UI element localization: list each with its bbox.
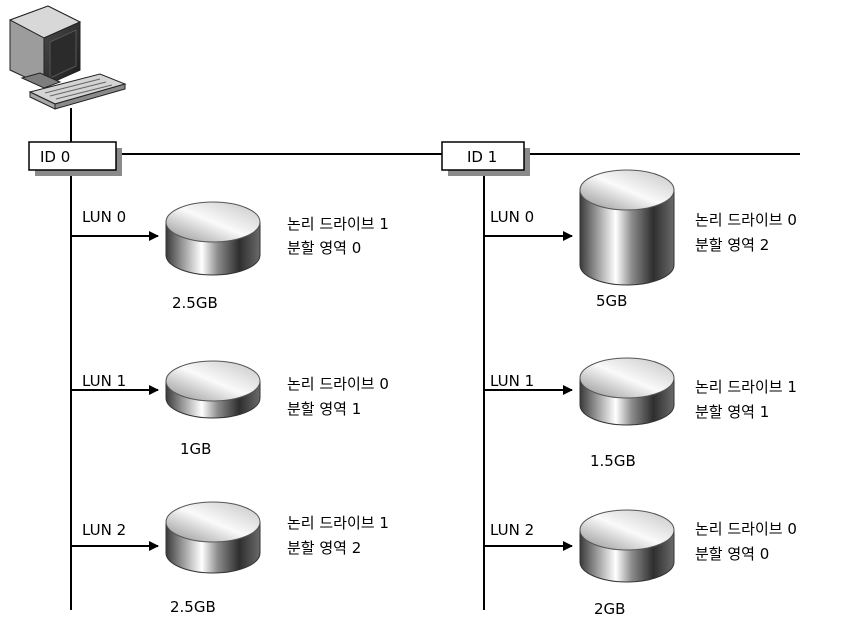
partition-label: 분할 영역 2 [695, 236, 769, 254]
disk-icon [165, 360, 261, 419]
id0-lun1-row: LUN 1 논리 드라이브 0 분할 영역 1 1GB [71, 360, 389, 458]
partition-label: 분할 영역 1 [695, 403, 769, 421]
logical-drive-label: 논리 드라이브 1 [287, 215, 389, 233]
lun-label: LUN 0 [82, 208, 126, 226]
size-label: 5GB [596, 292, 627, 310]
logical-drive-label: 논리 드라이브 0 [695, 520, 797, 538]
partition-label: 분할 영역 0 [695, 545, 769, 563]
disk-icon [579, 509, 675, 583]
size-label: 2GB [594, 600, 625, 618]
id-1-label: ID 1 [467, 148, 497, 166]
id-0-box: ID 0 [28, 141, 122, 176]
id-1-box: ID 1 [441, 141, 530, 176]
lun-label: LUN 2 [490, 521, 534, 539]
logical-drive-label: 논리 드라이브 1 [287, 514, 389, 532]
lun-label: LUN 0 [490, 208, 534, 226]
disk-icon [579, 169, 675, 286]
size-label: 2.5GB [170, 598, 216, 616]
size-label: 1.5GB [590, 452, 636, 470]
computer-icon [8, 5, 127, 110]
lun-label: LUN 1 [82, 372, 126, 390]
id-0-label: ID 0 [40, 148, 70, 166]
id1-lun0-row: LUN 0 논리 드라이브 0 분할 영역 2 5GB [484, 169, 797, 310]
partition-label: 분할 영역 2 [287, 539, 361, 557]
id1-lun1-row: LUN 1 논리 드라이브 1 분할 영역 1 1.5GB [484, 357, 797, 470]
disk-icon [165, 501, 261, 574]
partition-label: 분할 영역 1 [287, 400, 361, 418]
size-label: 2.5GB [172, 294, 218, 312]
logical-drive-label: 논리 드라이브 1 [695, 378, 797, 396]
logical-drive-label: 논리 드라이브 0 [695, 211, 797, 229]
id0-lun2-row: LUN 2 논리 드라이브 1 분할 영역 2 2.5GB [71, 501, 389, 616]
id0-lun0-row: LUN 0 논리 드라이브 1 분할 영역 0 2.5GB [71, 201, 389, 312]
id1-lun2-row: LUN 2 논리 드라이브 0 분할 영역 0 2GB [484, 509, 797, 618]
disk-icon [165, 201, 261, 276]
disk-icon [579, 357, 675, 426]
size-label: 1GB [180, 440, 211, 458]
logical-drive-label: 논리 드라이브 0 [287, 375, 389, 393]
partition-label: 분할 영역 0 [287, 239, 361, 257]
lun-label: LUN 1 [490, 372, 534, 390]
lun-label: LUN 2 [82, 521, 126, 539]
